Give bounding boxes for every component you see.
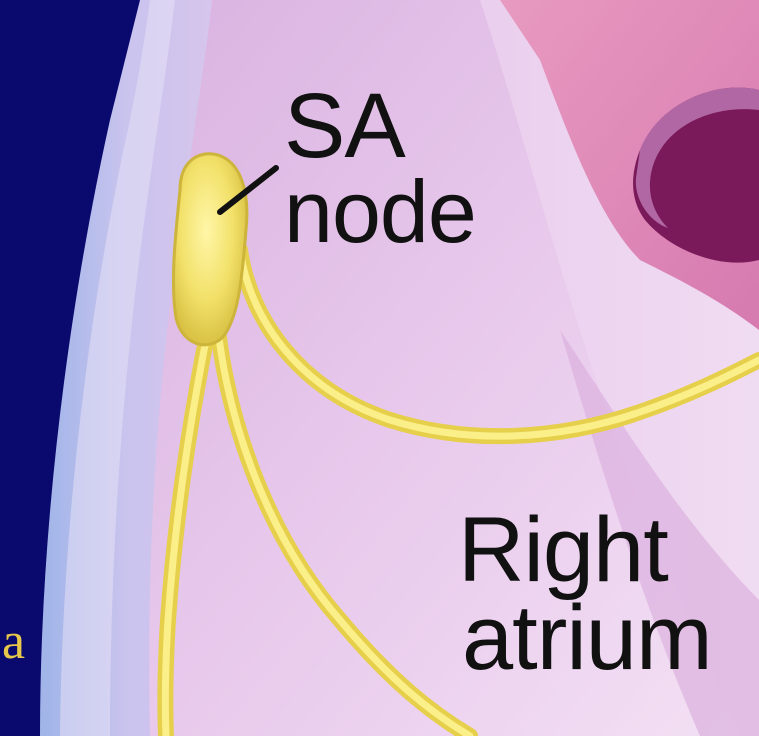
cropped-slide-text: a <box>2 616 25 668</box>
right-atrium-label-line1: Right <box>458 504 668 596</box>
sa-node-label-line1: SA <box>284 80 405 172</box>
sa-node-label-line2: node <box>284 168 476 256</box>
right-atrium-label-line2: atrium <box>462 592 712 684</box>
